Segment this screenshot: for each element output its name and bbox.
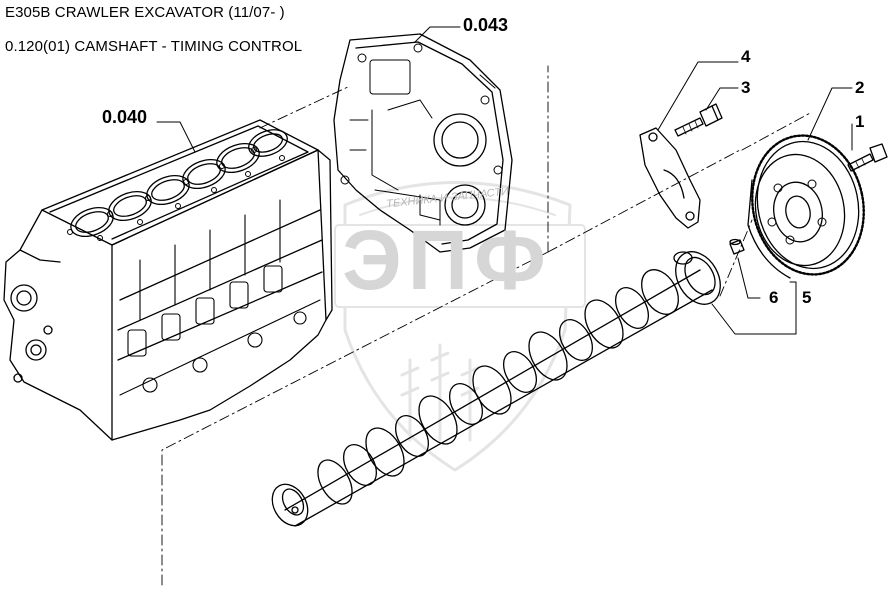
callout-1[interactable]: 1	[855, 112, 865, 131]
camshaft-gear	[747, 134, 865, 279]
engine-block	[3, 119, 333, 441]
cylinder-bores	[70, 129, 288, 237]
section-title: 0.120(01) CAMSHAFT - TIMING CONTROL	[5, 38, 303, 55]
callout-3[interactable]: 3	[741, 78, 751, 97]
timing-cover	[333, 33, 513, 253]
bolt-1	[847, 143, 888, 172]
model-title: E305B CRAWLER EXCAVATOR (11/07- )	[5, 4, 285, 21]
ref-engine-block[interactable]: 0.040	[102, 107, 148, 127]
leader-lines	[156, 26, 853, 335]
callout-6[interactable]: 6	[769, 288, 779, 307]
callout-4[interactable]: 4	[741, 47, 751, 66]
dowel-pin	[729, 238, 745, 255]
thrust-plate-bracket	[639, 127, 701, 229]
callout-5[interactable]: 5	[802, 288, 812, 307]
ref-timing-cover[interactable]: 0.043	[463, 15, 509, 35]
callout-2[interactable]: 2	[855, 78, 865, 97]
bolt-3	[674, 103, 723, 137]
camshaft	[271, 251, 721, 527]
watermark-main-text: ЭПФ	[342, 213, 552, 307]
assembly-lines	[161, 65, 813, 586]
